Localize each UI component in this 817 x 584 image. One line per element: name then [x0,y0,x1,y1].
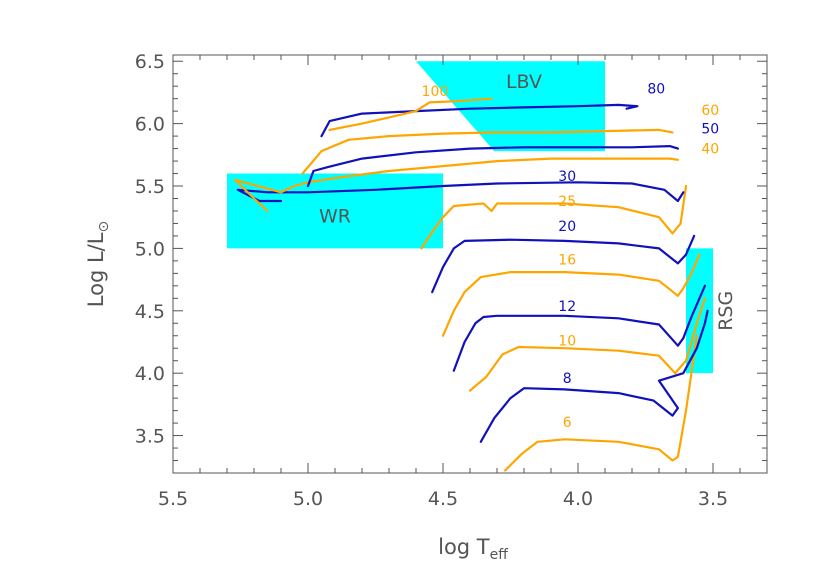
track-50-msun [306,145,679,188]
track-label-8: 8 [563,371,572,387]
track-40-msun [234,157,679,213]
track-6-msun [504,334,698,472]
x-axis-title-sub: eff [490,547,509,563]
track-label-60: 60 [701,103,719,119]
region-lbv [416,61,605,152]
x-tick-label: 5.0 [293,488,323,510]
y-tick-label: 5.5 [135,176,165,198]
x-axis-title-main: log T [438,535,490,559]
x-axis-title: log Teff [438,535,508,563]
track-25-msun [420,184,688,250]
x-tick-label: 4.0 [563,488,593,510]
track-10-msun [468,297,706,392]
track-label-12: 12 [558,299,576,315]
track-label-100: 100 [422,84,449,100]
y-tick-label: 4.0 [135,363,165,385]
y-tick-label: 3.5 [135,426,165,448]
track-8-msun [479,309,709,443]
track-30-msun [236,181,685,203]
track-20-msun [431,234,696,294]
track-label-6: 6 [563,415,572,431]
track-label-10: 10 [558,334,576,350]
plot-background [173,55,767,473]
y-tick-label: 6.5 [135,51,165,73]
track-16-msun [441,253,701,337]
x-tick-label: 3.5 [698,488,728,510]
y-axis-title-main: Log L/L [84,232,108,307]
track-60-msun [301,128,674,175]
track-12-msun [452,284,706,372]
y-axis-title: Log L/L⊙ [84,221,112,307]
track-label-25: 25 [558,194,576,210]
track-100-msun [328,97,493,131]
y-tick-label: 4.5 [135,301,165,323]
track-80-msun [320,103,639,138]
y-axis-title-sub: ⊙ [96,221,112,233]
y-tick-label: 5.0 [135,238,165,260]
track-label-80: 80 [647,82,665,98]
x-tick-label: 5.5 [158,488,188,510]
track-label-40: 40 [701,142,719,158]
region-rsg [686,248,713,374]
region-label-wr: WR [319,206,351,228]
track-label-50: 50 [701,122,719,138]
y-tick-label: 6.0 [135,114,165,136]
track-label-30: 30 [558,169,576,185]
ticks-layer: 5.5 5.0 4.5 4.0 3.5 3.5 4.0 4.5 5.0 5.5 6.0 6.5 [135,51,767,510]
region-label-lbv: LBV [506,71,542,93]
track-label-16: 16 [558,253,576,269]
track-label-20: 20 [558,219,576,235]
region-label-rsg: RSG [715,291,737,331]
x-tick-label: 4.5 [428,488,458,510]
